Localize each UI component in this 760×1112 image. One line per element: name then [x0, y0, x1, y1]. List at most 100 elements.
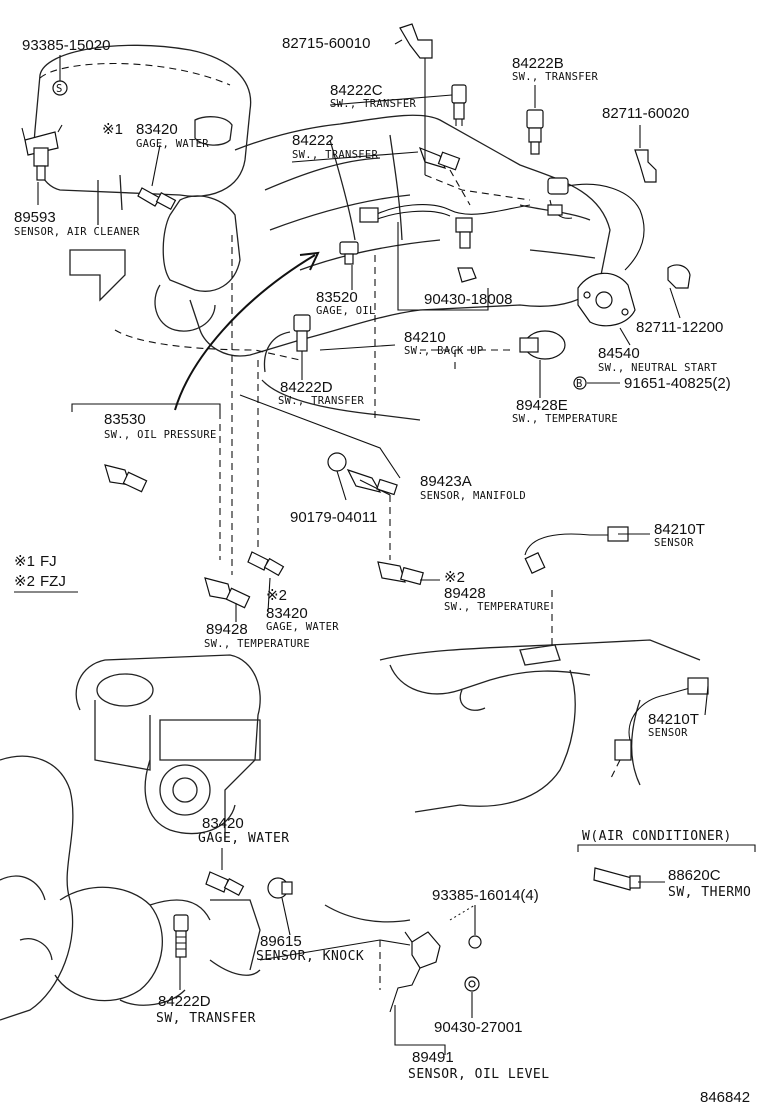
part-83530-drawing [104, 464, 148, 493]
part-label-90430-18008: 90430-18008 [424, 291, 512, 308]
part-number: 84540 [598, 345, 640, 362]
legend-fj-label: FJ [40, 553, 57, 570]
part-description: SW., OIL PRESSURE [104, 429, 217, 441]
part-91651-drawing: B [573, 376, 587, 390]
part-description: SENSOR [654, 537, 694, 549]
part-number: 82711-12200 [636, 319, 723, 336]
part-description: SENSOR, AIR CLEANER [14, 226, 140, 238]
part-description: SW., TEMPERATURE [444, 601, 550, 613]
part-label-88620c: 88620C SW, THERMO [668, 867, 751, 900]
part-label-84222c: 84222C SW., TRANSFER [330, 82, 416, 110]
part-89615-drawing [267, 877, 293, 899]
part-84540-drawing [577, 272, 636, 327]
harness-84210-drawing [359, 177, 645, 271]
part-89423a-drawing [346, 468, 398, 496]
diagram-code: 846842 [700, 1089, 750, 1106]
part-84210t-b-drawing [614, 677, 709, 761]
part-number: 89615 [260, 933, 302, 950]
part-description: GAGE, WATER [198, 831, 290, 846]
part-label-93385-16014: 93385-16014(4) [432, 887, 539, 904]
part-label-83420-low: 83420 GAGE, WATER [198, 815, 290, 846]
part-description: SW., TRANSFER [512, 71, 598, 83]
legend-fj-mark: ※1 [14, 553, 35, 570]
part-description: SENSOR, KNOCK [256, 949, 364, 964]
part-label-89423a: 89423A SENSOR, MANIFOLD [420, 473, 526, 502]
part-description: GAGE, WATER [136, 138, 209, 150]
part-90430-27001-drawing [464, 976, 480, 992]
part-89428-drawing [204, 577, 251, 609]
part-number: 84210 [404, 329, 446, 346]
part-label-83420-fzj: ※2 83420 GAGE, WATER [266, 587, 339, 633]
part-label-89615: 89615 SENSOR, KNOCK [256, 933, 364, 964]
part-number: 90430-27001 [434, 1019, 522, 1036]
part-88620c-drawing [593, 867, 641, 891]
part-label-84222d-low: 84222D SW, TRANSFER [156, 993, 256, 1026]
part-label-84540: 84540 SW., NEUTRAL START [598, 345, 717, 374]
part-number: 82715-60010 [282, 35, 370, 52]
part-82715-60010-drawing [399, 23, 433, 59]
part-label-82711-12200: 82711-12200 [636, 319, 723, 336]
part-description: SW., TRANSFER [292, 149, 378, 161]
part-label-89593: 89593 SENSOR, AIR CLEANER [14, 209, 140, 238]
part-label-83530: 83530 SW., OIL PRESSURE [104, 411, 217, 441]
part-number: 83520 [316, 289, 358, 306]
svg-text:S: S [56, 83, 63, 95]
part-description: SW., TRANSFER [330, 98, 416, 110]
part-number: 83420 [266, 605, 308, 622]
part-label-89428e: 89428E SW., TEMPERATURE [512, 397, 618, 425]
part-description: SW., BACK UP [404, 345, 483, 357]
part-89428e-drawing [519, 330, 566, 360]
part-number: 83530 [104, 411, 146, 428]
part-label-82715-60010: 82715-60010 [282, 35, 370, 52]
part-number: 84222C [330, 82, 383, 99]
legend-fzj-label: FZJ [40, 573, 66, 590]
part-label-89428-fzj: ※2 89428 SW., TEMPERATURE [444, 569, 550, 613]
part-label-84222d-top: 84222D SW., TRANSFER [278, 379, 364, 407]
part-number: 89491 [412, 1049, 454, 1066]
part-label-90179: 90179-04011 [290, 509, 377, 526]
part-label-84222b: 84222B SW., TRANSFER [512, 55, 598, 83]
part-number: 88620C [668, 867, 721, 884]
part-number: 83420 [202, 815, 244, 832]
svg-text:B: B [576, 378, 583, 390]
part-number: 89593 [14, 209, 56, 226]
part-number: 84222 [292, 132, 334, 149]
part-label-82711-60020: 82711-60020 [602, 105, 689, 122]
part-number: 84210T [648, 711, 699, 728]
diagram-code-text: 846842 [700, 1089, 750, 1106]
part-label-83520: 83520 GAGE, OIL [316, 289, 376, 317]
part-number: 82711-60020 [602, 105, 689, 122]
transmission-outline [379, 639, 701, 813]
part-number: 93385-16014(4) [432, 887, 539, 904]
part-description: GAGE, WATER [266, 621, 339, 633]
part-label-89428: 89428 SW., TEMPERATURE [204, 621, 310, 650]
part-description: SW., TRANSFER [278, 395, 364, 407]
part-description: SW., TEMPERATURE [204, 638, 310, 650]
part-description: GAGE, OIL [316, 305, 376, 317]
part-description: SENSOR [648, 727, 688, 739]
part-93385-15020-drawing: S [52, 80, 68, 96]
part-90430-18008-drawing [457, 267, 477, 283]
part-84222c-drawing [451, 84, 467, 126]
part-mark: ※2 [444, 569, 465, 586]
part-84222d-low-drawing [173, 914, 189, 958]
part-description: SW, TRANSFER [156, 1011, 256, 1026]
part-number: 84210T [654, 521, 705, 538]
part-description: SW., TEMPERATURE [512, 413, 618, 425]
part-description: SW, THERMO [668, 885, 751, 900]
part-label-84210: 84210 SW., BACK UP [404, 329, 483, 357]
part-number: 90430-18008 [424, 291, 512, 308]
engine-outline-bottom [0, 654, 411, 1021]
air-conditioner-label: W(AIR CONDITIONER) [582, 829, 732, 844]
part-84210t-a-drawing [524, 526, 629, 575]
part-mark: ※1 [102, 121, 123, 138]
part-89428-fzj-drawing [377, 561, 424, 586]
part-description: SENSOR, OIL LEVEL [408, 1067, 550, 1082]
air-conditioner-note: W(AIR CONDITIONER) [582, 829, 732, 844]
part-90179-drawing [327, 452, 347, 472]
part-label-93385-15020: 93385-15020 [22, 37, 110, 54]
part-label-84210t-a: 84210T SENSOR [654, 521, 705, 549]
part-label-84210t-b: 84210T SENSOR [648, 711, 699, 739]
part-84222-drawing [418, 146, 461, 171]
